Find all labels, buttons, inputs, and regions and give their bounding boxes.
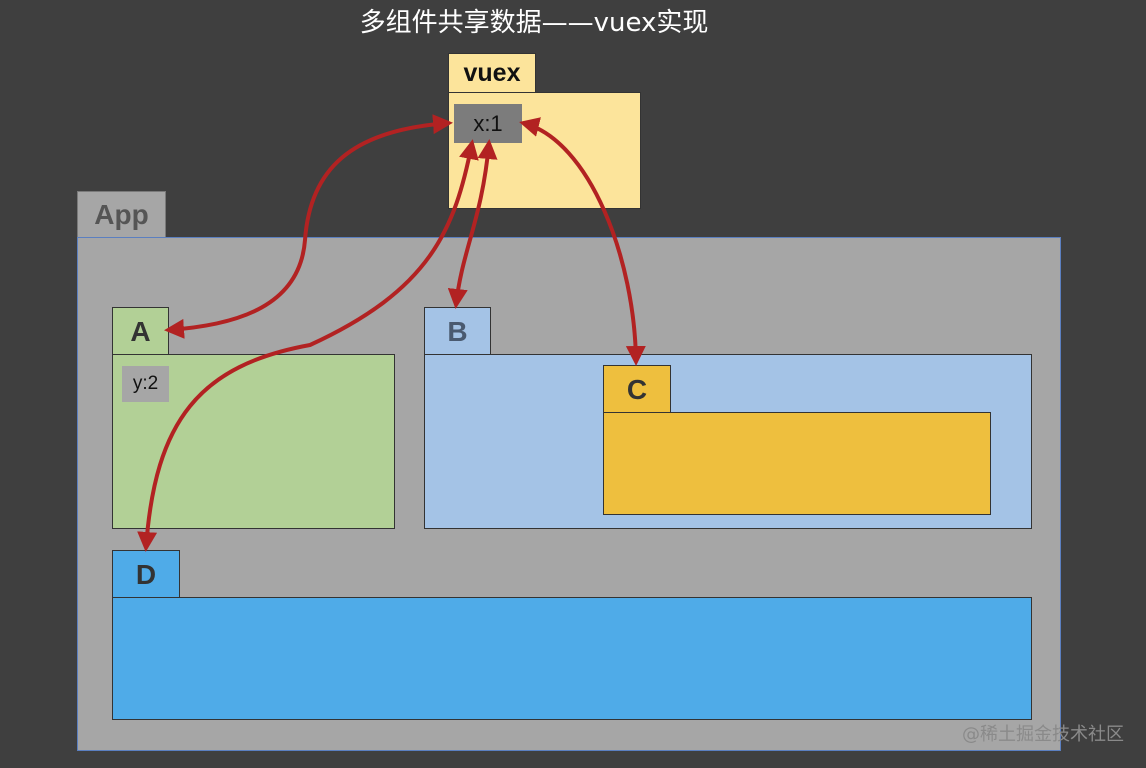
component-d-label: D	[135, 559, 157, 590]
component-d-box	[112, 597, 1032, 720]
component-b-tab: B	[424, 307, 491, 356]
watermark: @稀土掘金技术社区	[962, 724, 1124, 745]
component-a-label: A	[130, 316, 151, 347]
component-a-state: y:2	[122, 366, 169, 402]
component-a-tab: A	[112, 307, 169, 356]
component-c-box	[603, 412, 991, 515]
component-b-label: B	[447, 316, 468, 347]
app-tab: App	[77, 191, 166, 238]
vuex-label: vuex	[463, 59, 521, 87]
diagram-title: 多组件共享数据——vuex实现	[359, 8, 709, 38]
app-label: App	[94, 199, 149, 230]
component-c-label: C	[626, 374, 648, 405]
vuex-tab: vuex	[448, 53, 536, 94]
component-d-tab: D	[112, 550, 180, 599]
component-c-tab: C	[603, 365, 671, 414]
vuex-state: x:1	[454, 104, 522, 143]
